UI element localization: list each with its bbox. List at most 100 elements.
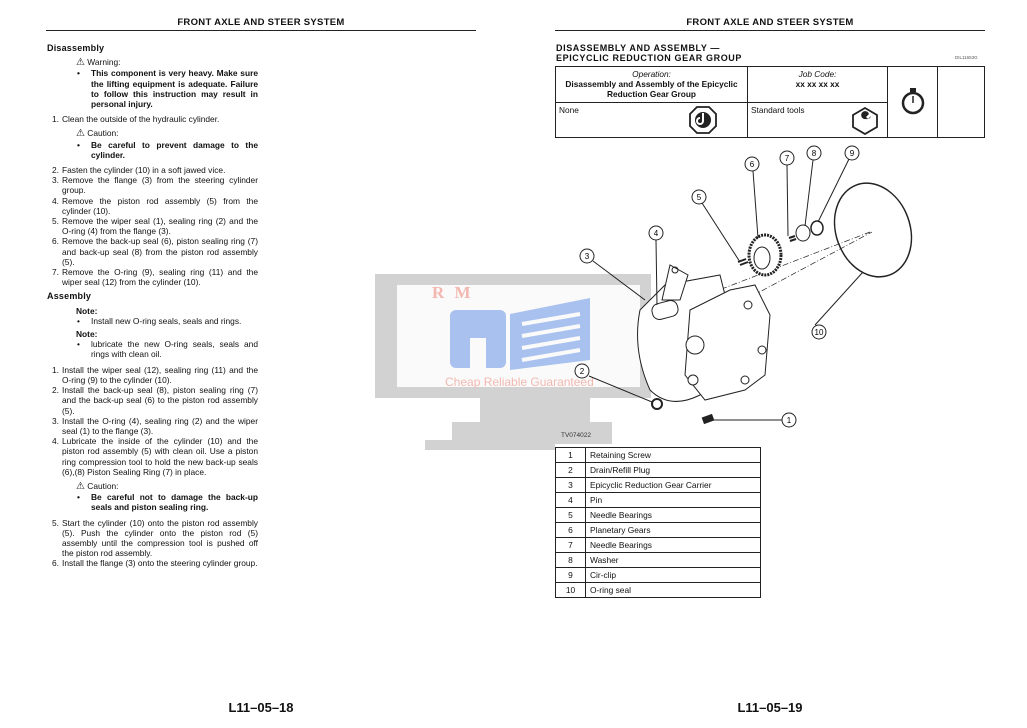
watermark-wrench-book-icon: [450, 298, 590, 370]
caution-text: Be careful not to damage the back-up sea…: [76, 492, 258, 512]
step-text: Install the wiper seal (12), sealing rin…: [62, 364, 258, 385]
part-number: 6: [555, 522, 586, 538]
step-text: Clean the outside of the hydraulic cylin…: [62, 114, 220, 125]
caution-label: Caution:: [87, 480, 119, 491]
list-item: 5.Remove the wiper seal (1), sealing rin…: [47, 216, 258, 236]
step-text: Remove the back-up seal (6), piston seal…: [62, 236, 258, 267]
note-text: Install new O-ring seals, seals and ring…: [76, 316, 258, 326]
step-number: 3.: [52, 415, 59, 426]
list-item: 7.Remove the O-ring (9), sealing ring (1…: [47, 267, 258, 287]
part-name: Pin: [585, 492, 761, 508]
step-text: Remove the flange (3) from the steering …: [62, 175, 258, 196]
warning-label: Warning:: [87, 57, 121, 68]
carrier-lug: [661, 264, 689, 301]
warning-notice: ⚠ Warning: This component is very heavy.…: [76, 57, 258, 109]
callout-circle: [744, 156, 760, 172]
callout-label: 4: [654, 229, 659, 238]
needle-bearings-7: [788, 235, 797, 242]
right-page-header: FRONT AXLE AND STEER SYSTEM: [686, 17, 854, 28]
callout-label: 5: [697, 193, 702, 202]
watermark-brand: R M: [432, 283, 474, 302]
left-page-header: FRONT AXLE AND STEER SYSTEM: [177, 17, 345, 28]
axis-line: [679, 231, 871, 306]
left-page-number: L11–05–18: [228, 700, 294, 715]
lifting-hook-icon: [689, 106, 717, 134]
lifting-cell: None: [555, 102, 748, 138]
step-text: Install the O-ring (4), sealing ring (2)…: [62, 415, 258, 436]
note-label: Note:: [76, 305, 98, 316]
part-name: Epicyclic Reduction Gear Carrier: [585, 477, 761, 493]
washer: [795, 224, 811, 242]
callout-label: 1: [787, 416, 792, 425]
list-item: 6.Install the flange (3) onto the steeri…: [47, 558, 258, 568]
caution-text: Be careful to prevent damage to the cyli…: [76, 140, 258, 160]
part-number: 7: [555, 537, 586, 553]
section-title-line2: EPICYCLIC REDUCTION GEAR GROUP: [556, 53, 743, 63]
job-code: xx xx xx xx: [795, 79, 840, 89]
warning-triangle-icon: ⚠: [76, 128, 85, 140]
part-number: 4: [555, 492, 586, 508]
operation-cell: Operation: Disassembly and Assembly of t…: [555, 66, 748, 103]
job-code-label: Job Code:: [798, 69, 837, 79]
step-text: Start the cylinder (10) onto the piston …: [62, 517, 258, 559]
caution-label: Caution:: [87, 128, 119, 139]
list-item: 1.Install the wiper seal (12), sealing r…: [47, 365, 258, 385]
part-number: 3: [555, 477, 586, 493]
callout-circle: [779, 150, 795, 166]
list-item: 2.Fasten the cylinder (10) in a soft jaw…: [47, 165, 258, 175]
step-text: Lubricate the inside of the cylinder (10…: [62, 436, 258, 477]
callout-label: 7: [785, 154, 790, 163]
step-number: 2.: [52, 165, 59, 176]
carrier-flange: [637, 274, 741, 402]
part-name: Cir-clip: [585, 567, 761, 583]
step-number: 2.: [52, 385, 59, 396]
part-name: Needle Bearings: [585, 537, 761, 553]
step-text: Fasten the cylinder (10) in a soft jawed…: [62, 165, 226, 176]
disassembly-steps: 2.Fasten the cylinder (10) in a soft jaw…: [47, 165, 258, 287]
stopwatch-icon: [901, 88, 924, 115]
planetary-gear: [747, 233, 783, 277]
part-name: Drain/Refill Plug: [585, 462, 761, 478]
callout-circle: [811, 324, 827, 340]
circlip: [810, 220, 824, 236]
list-item: 1.Clean the outside of the hydraulic cyl…: [52, 114, 220, 125]
operation-table: Operation: Disassembly and Assembly of t…: [555, 66, 985, 138]
warning-text: This component is very heavy. Make sure …: [76, 68, 258, 109]
step-number: 4.: [52, 195, 59, 206]
figure-code: TV074022: [561, 432, 591, 439]
list-item: 6.Remove the back-up seal (6), piston se…: [47, 236, 258, 267]
callout-label: 9: [850, 149, 855, 158]
step-number: 3.: [52, 175, 59, 186]
callout-circle: [579, 248, 595, 264]
warning-triangle-icon: ⚠: [76, 57, 85, 69]
part-name: Washer: [585, 552, 761, 568]
left-header-rule: [46, 30, 476, 31]
list-item: 2.Install the back-up seal (8), piston s…: [47, 385, 258, 416]
part-name: Planetary Gears: [585, 522, 761, 538]
part-number: 9: [555, 567, 586, 583]
drain-plug: [651, 398, 663, 410]
o-ring-seal: [833, 182, 913, 278]
note-1: Note: Install new O-ring seals, seals an…: [76, 305, 258, 327]
list-item: 4.Lubricate the inside of the cylinder (…: [47, 436, 258, 477]
right-page-number: L11–05–19: [737, 700, 803, 715]
callout-label: 8: [812, 149, 817, 158]
axis-line: [751, 231, 873, 297]
callout-label: 6: [750, 160, 755, 169]
document-code: DIL11653G: [955, 55, 978, 60]
right-header-rule: [555, 30, 985, 31]
gear-housing: [684, 284, 771, 401]
part-number: 2: [555, 462, 586, 478]
step-text: Install the back-up seal (8), piston sea…: [62, 385, 258, 416]
operation-text: Disassembly and Assembly of the Epicycli…: [565, 79, 738, 99]
